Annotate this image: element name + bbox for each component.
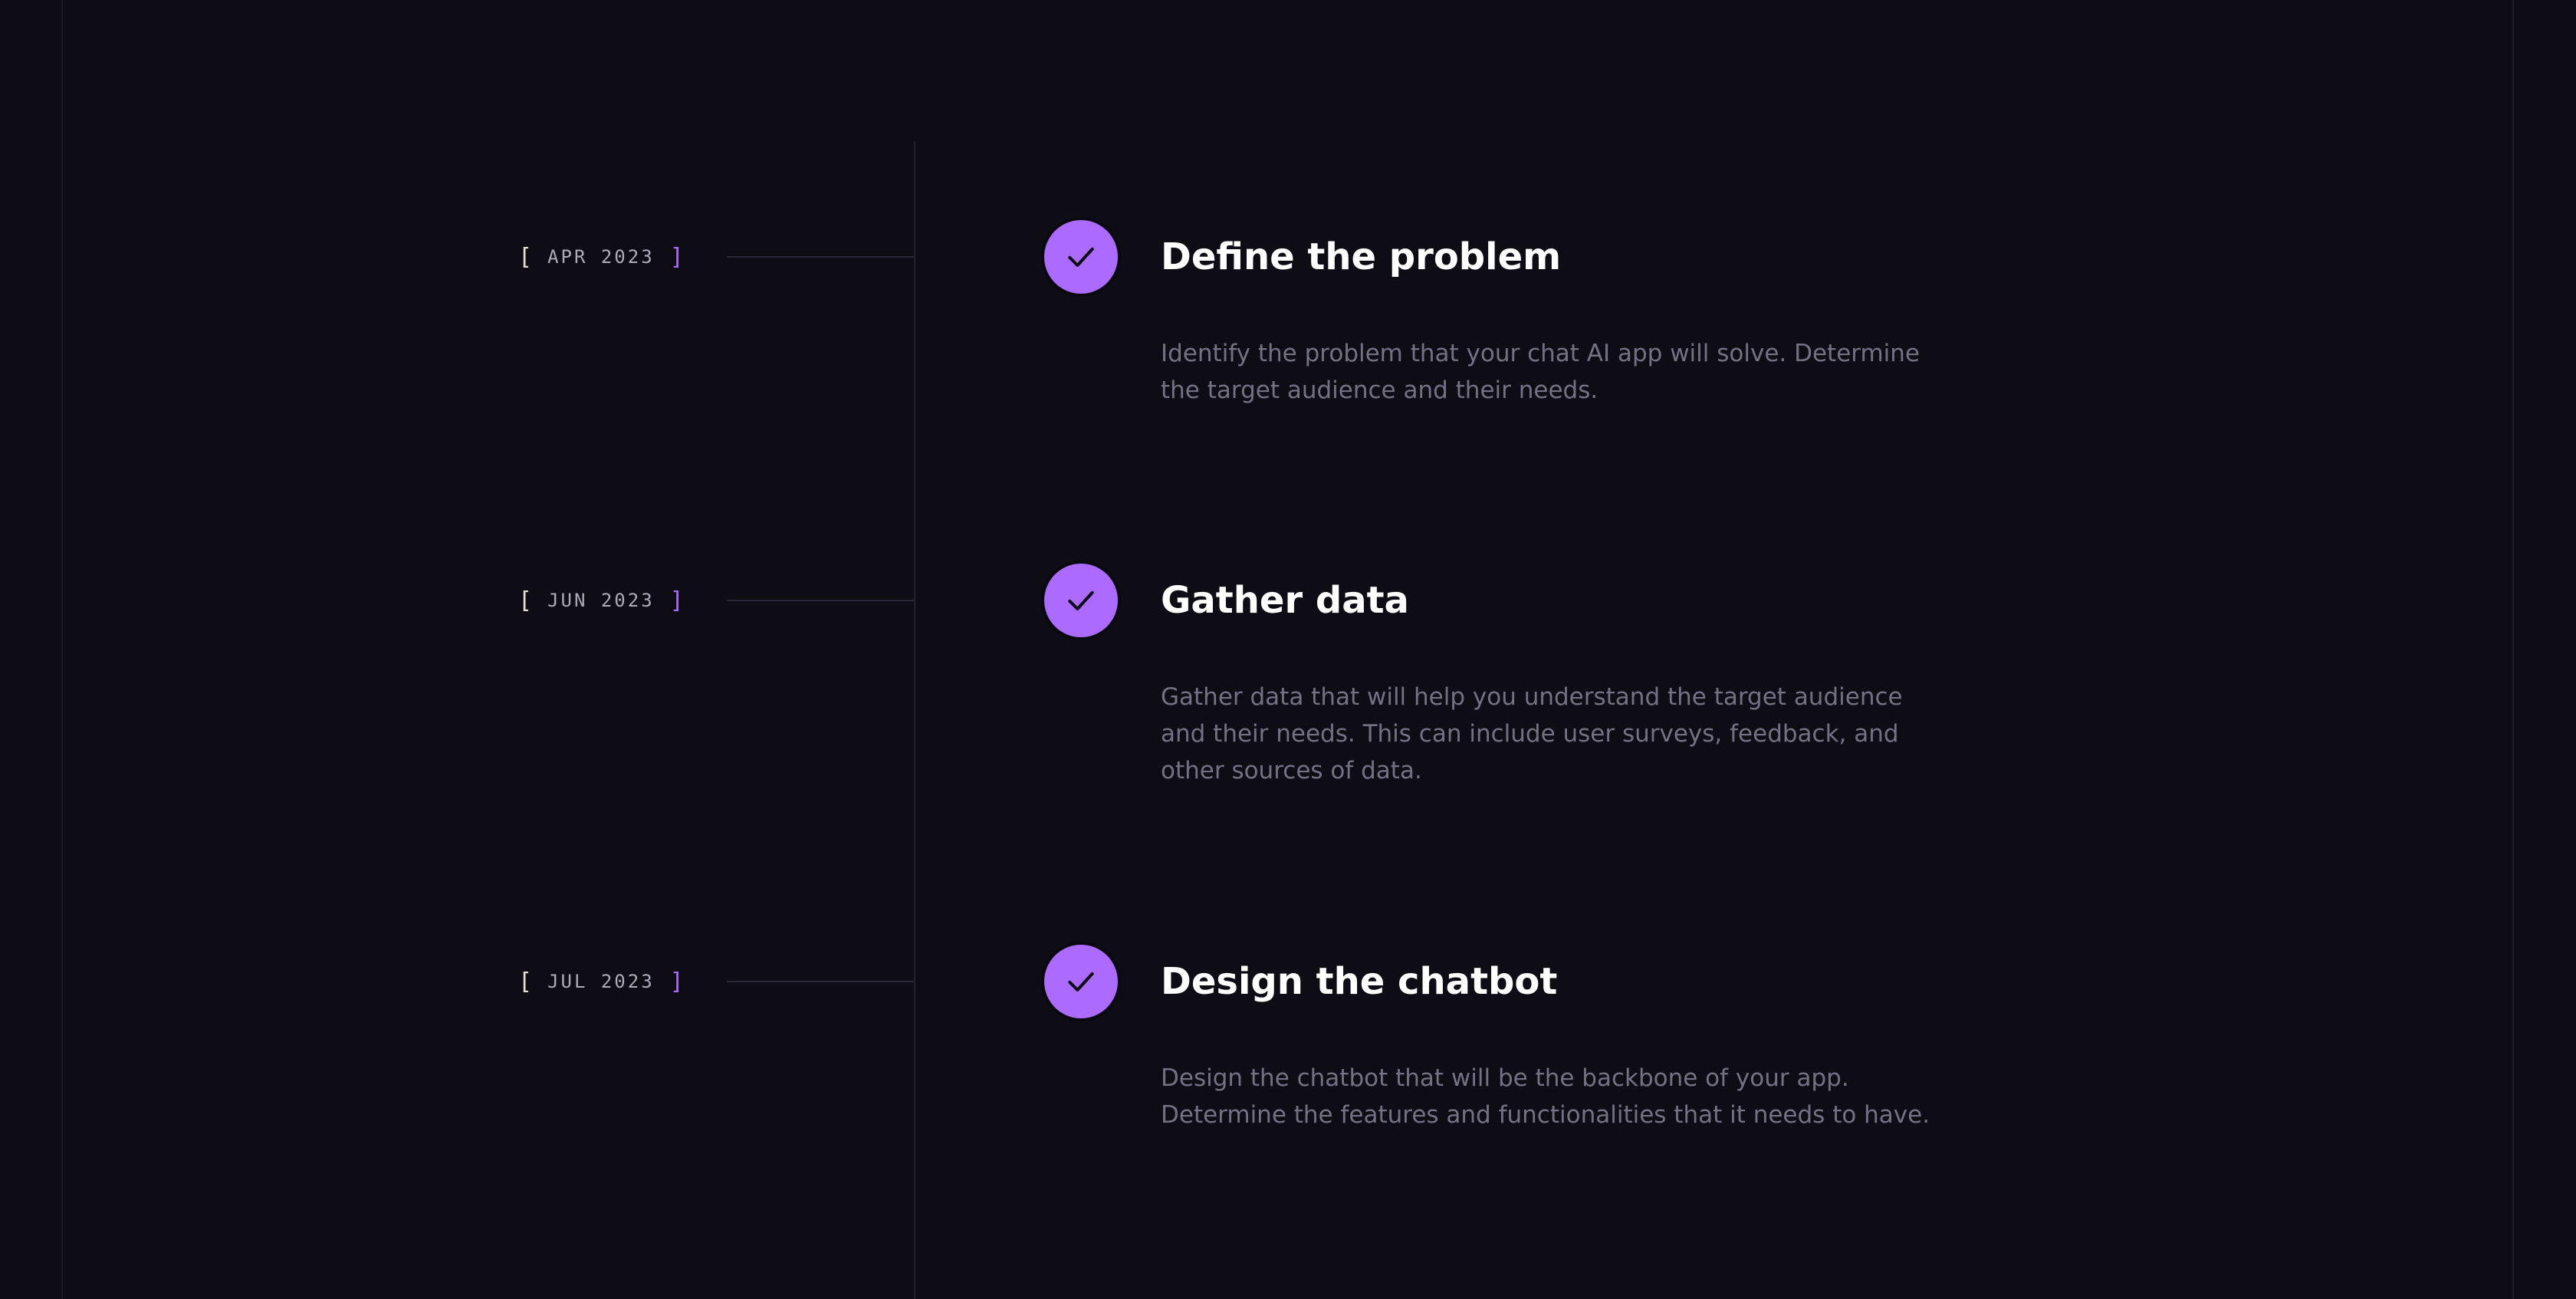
check-icon (1068, 590, 1094, 611)
bracket-open-icon: [ (518, 968, 533, 995)
check-icon (1068, 972, 1094, 992)
bracket-open-icon: [ (518, 243, 533, 271)
milestone-status-badge (1041, 942, 1121, 1021)
milestone-connector-line (727, 981, 914, 982)
timeline-axis (914, 141, 915, 1299)
bracket-open-icon: [ (518, 587, 533, 614)
milestone-title: Gather data (1161, 579, 1409, 622)
milestone-title: Define the problem (1161, 235, 1562, 278)
milestone-description: Design the chatbot that will be the back… (1161, 1064, 1930, 1129)
milestone-connector-line (727, 256, 914, 258)
milestone-date-tag: [ JUL 2023 ] (518, 968, 684, 995)
bracket-close-icon: ] (669, 587, 684, 614)
milestone-status-badge (1041, 217, 1121, 297)
milestone-date-tag: [ JUN 2023 ] (518, 587, 684, 614)
milestone-status-badge (1041, 561, 1121, 640)
milestone-connector-line (727, 600, 914, 601)
milestone-title: Design the chatbot (1161, 960, 1558, 1003)
milestone-date: APR 2023 (547, 246, 655, 268)
check-icon (1068, 247, 1094, 268)
frame-border-right (2512, 0, 2514, 1299)
milestone-description: Gather data that will help you understan… (1161, 683, 1903, 784)
bracket-close-icon: ] (669, 243, 684, 271)
milestone-date: JUL 2023 (547, 971, 655, 992)
milestone-description: Identify the problem that your chat AI a… (1161, 340, 1921, 404)
milestone-date: JUN 2023 (547, 590, 655, 611)
milestone-date-tag: [ APR 2023 ] (518, 243, 684, 271)
frame-border-left (61, 0, 63, 1299)
bracket-close-icon: ] (669, 968, 684, 995)
